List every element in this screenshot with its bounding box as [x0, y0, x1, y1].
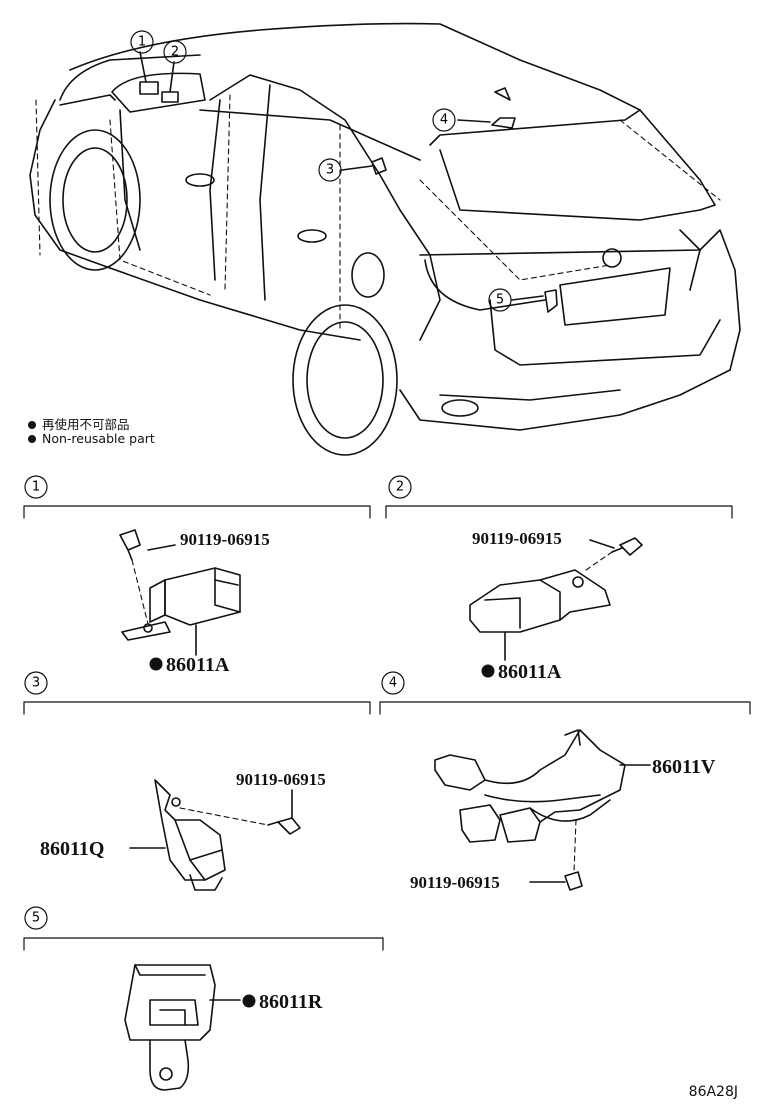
section-2-bolt-number: 90119-06915 — [472, 529, 562, 548]
diagram-code: 86A28J — [688, 1084, 738, 1100]
section-3-part-number: 86011Q — [40, 838, 104, 860]
section-5-number: 5 — [32, 911, 40, 926]
part-4-sensor-drawing — [434, 729, 651, 891]
section-4-bolt-number: 90119-06915 — [410, 873, 500, 892]
section-frames — [23, 505, 751, 951]
vehicle-hidden-lines — [35, 94, 721, 331]
non-reusable-dots — [149, 657, 495, 1008]
section-1-part-number: 86011A — [166, 654, 230, 676]
legend-text-ja: 再使用不可部品 — [42, 417, 130, 432]
section-1-number: 1 — [32, 480, 40, 495]
section-2-part-number: 86011A — [498, 661, 562, 683]
callout-1: 1 — [138, 35, 146, 50]
section-4-part-number: 86011V — [652, 756, 716, 778]
callout-5: 5 — [496, 293, 504, 308]
callout-3: 3 — [326, 163, 334, 178]
callout-circles — [24, 30, 512, 930]
part-3-sensor-drawing — [129, 779, 301, 891]
section-3-bolt-number: 90119-06915 — [236, 770, 326, 789]
legend-line-english: Non-reusable part — [28, 431, 155, 446]
section-3-number: 3 — [32, 676, 40, 691]
callout-4: 4 — [440, 113, 448, 128]
section-2-number: 2 — [396, 480, 404, 495]
callout-2: 2 — [171, 45, 179, 60]
section-5-part-number: 86011R — [259, 991, 323, 1013]
section-1-bolt-number: 90119-06915 — [180, 530, 270, 549]
part-2-sensor-drawing — [469, 537, 643, 661]
section-4-number: 4 — [389, 676, 397, 691]
legend-text-en: Non-reusable part — [42, 431, 155, 446]
part-5-sensor-drawing — [124, 964, 241, 1091]
legend-line-japanese: 再使用不可部品 — [28, 414, 130, 433]
bullet-icon — [28, 421, 36, 429]
part-1-sensor-drawing — [119, 529, 241, 656]
bullet-icon — [28, 435, 36, 443]
vehicle-illustration — [29, 22, 741, 456]
